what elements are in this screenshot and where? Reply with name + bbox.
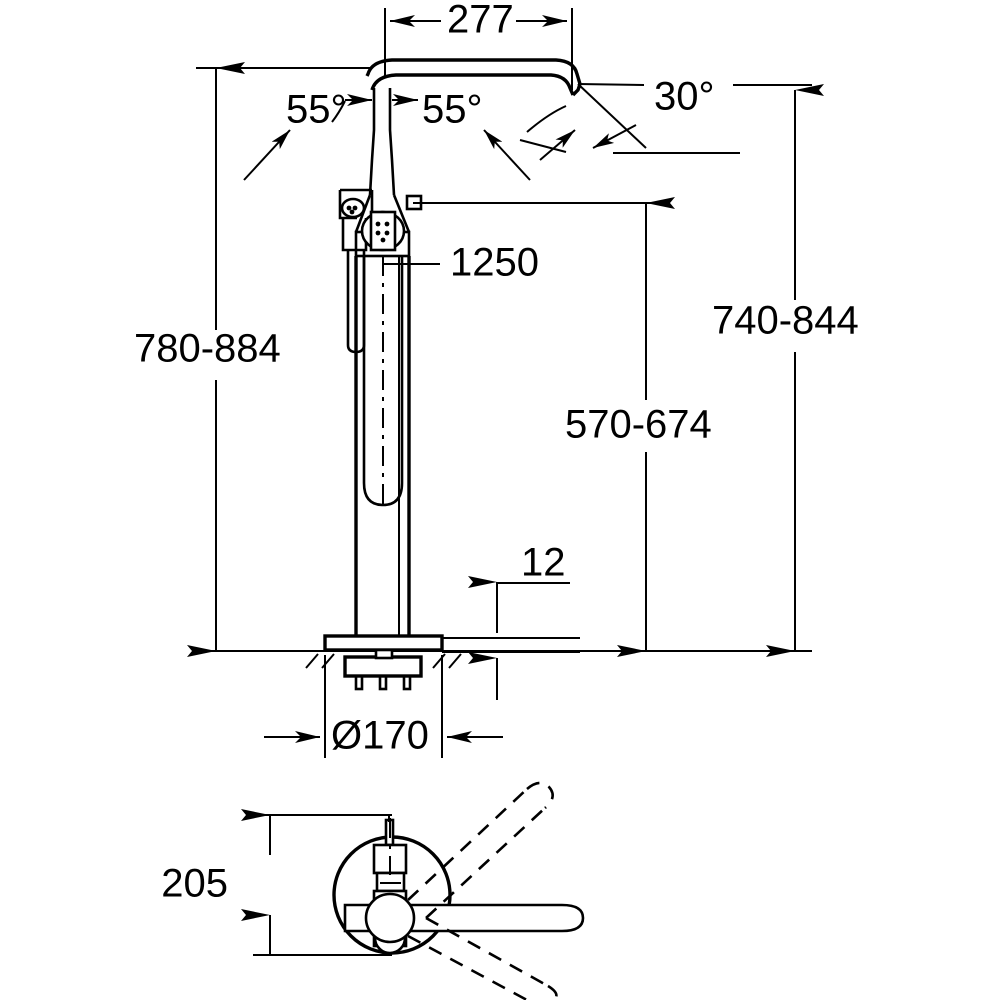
plan-valve-stem bbox=[372, 818, 408, 893]
dimension-angle-left: 55° bbox=[243, 88, 372, 181]
shower-hose bbox=[362, 256, 404, 507]
hose-connector bbox=[360, 210, 406, 252]
plan-view: 205 bbox=[161, 781, 585, 1000]
plan-lever-rotated-up bbox=[407, 781, 554, 919]
label-base-diameter: Ø170 bbox=[331, 714, 429, 758]
label-spout-height: 740-844 bbox=[712, 299, 859, 343]
label-overall-height: 780-884 bbox=[134, 327, 281, 371]
dimension-spout-height: 740-844 bbox=[712, 84, 859, 657]
label-control-height: 570-674 bbox=[565, 403, 712, 447]
label-angle-spout: 30° bbox=[654, 75, 715, 119]
label-angle-right: 55° bbox=[422, 88, 483, 132]
mounting-block bbox=[343, 655, 423, 678]
plan-lever-rotated-down bbox=[407, 916, 558, 1000]
label-plan-handle: 205 bbox=[161, 862, 228, 906]
dimension-plan-handle: 205 bbox=[161, 809, 392, 956]
plan-lever-arm bbox=[343, 892, 585, 944]
base-plate-body bbox=[323, 634, 444, 652]
label-plate-thickness: 12 bbox=[521, 541, 566, 585]
dimension-spout-reach: 277 bbox=[384, 0, 573, 90]
label-spout-reach: 277 bbox=[447, 0, 514, 42]
label-hose-length: 1250 bbox=[450, 241, 539, 285]
dimension-plate-thickness: 12 bbox=[442, 541, 580, 700]
dimension-angle-spout: 30° bbox=[519, 75, 812, 161]
dimension-base-diameter: Ø170 bbox=[264, 655, 503, 758]
dimension-control-height: 570-674 bbox=[413, 197, 712, 657]
dimension-overall-height: 780-884 bbox=[134, 62, 372, 657]
label-angle-left: 55° bbox=[286, 88, 347, 132]
front-elevation-view bbox=[196, 58, 812, 691]
dimension-hose-length: 1250 bbox=[383, 241, 539, 285]
dimension-angle-right: 55° bbox=[392, 88, 531, 181]
base-plate bbox=[305, 634, 462, 691]
